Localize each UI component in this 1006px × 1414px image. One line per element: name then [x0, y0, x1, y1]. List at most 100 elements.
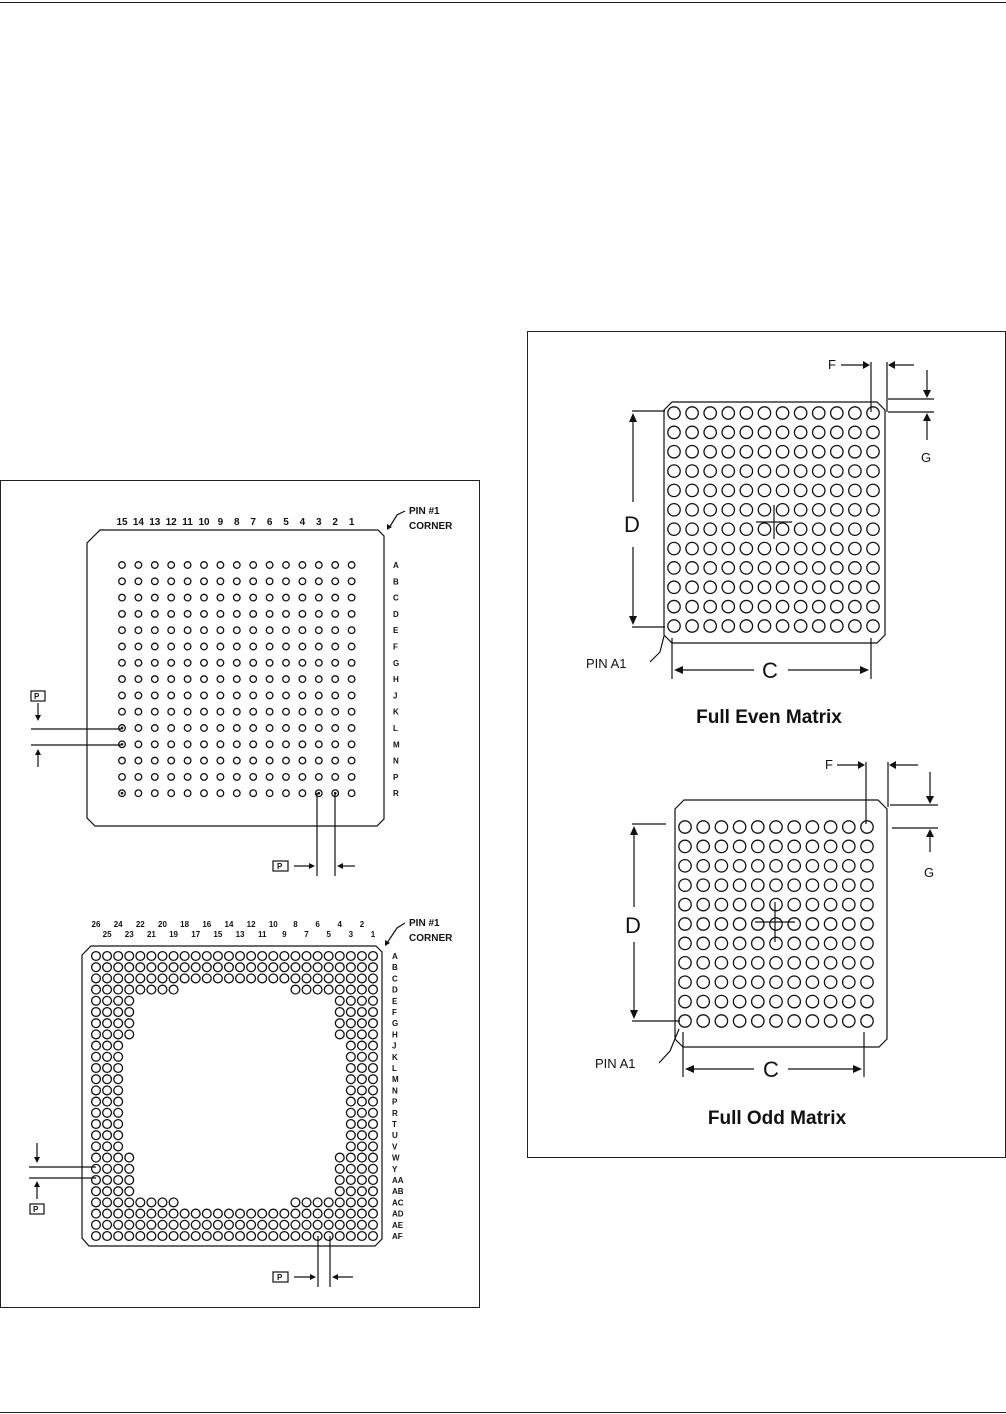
- pin: [715, 937, 727, 949]
- pin: [794, 620, 806, 632]
- pitch-label-bottom: P: [277, 1273, 283, 1282]
- pin: [135, 757, 142, 764]
- pitch-arrowhead-up: [35, 749, 41, 755]
- pin: [184, 676, 191, 683]
- pin: [201, 660, 208, 667]
- pin: [752, 879, 764, 891]
- pin: [299, 627, 306, 634]
- pin: [369, 1153, 378, 1162]
- pin: [152, 660, 159, 667]
- pin: [849, 426, 861, 438]
- column-label: 16: [202, 920, 211, 929]
- row-label: L: [392, 1064, 397, 1073]
- pin: [369, 1131, 378, 1140]
- pin: [184, 790, 191, 797]
- pin: [335, 1019, 344, 1028]
- pin: [169, 1198, 178, 1207]
- pin: [733, 995, 745, 1007]
- pin: [217, 627, 224, 634]
- row-label: D: [393, 610, 399, 619]
- pin: [92, 952, 101, 961]
- pin: [348, 578, 355, 585]
- column-label: 4: [300, 517, 306, 528]
- pin: [217, 594, 224, 601]
- pin: [843, 918, 855, 930]
- pin: [335, 996, 344, 1005]
- pin: [686, 426, 698, 438]
- pin: [234, 708, 241, 715]
- pin: [740, 562, 752, 574]
- pin: [147, 974, 156, 983]
- pin: [358, 1075, 367, 1084]
- column-label: 14: [225, 920, 234, 929]
- pin: [191, 963, 200, 972]
- pin: [346, 1220, 355, 1229]
- pin: [358, 1052, 367, 1061]
- pin: [234, 741, 241, 748]
- pin: [348, 774, 355, 781]
- pin: [114, 1064, 123, 1073]
- pin: [152, 757, 159, 764]
- pin: [225, 1220, 234, 1229]
- pin: [147, 1209, 156, 1218]
- pin: [269, 1209, 278, 1218]
- pin: [92, 985, 101, 994]
- pin: [114, 1198, 123, 1207]
- pin: [788, 840, 800, 852]
- pin: [722, 542, 734, 554]
- pin: [92, 1153, 101, 1162]
- pin: [335, 1008, 344, 1017]
- pin: [824, 879, 836, 891]
- pin: [758, 504, 770, 516]
- pin: [794, 465, 806, 477]
- row-labels: ABCDEFGHJKLMNPRTUVWYAAABACADAEAF: [392, 952, 404, 1241]
- pin: [686, 446, 698, 458]
- pin: [704, 562, 716, 574]
- pin: [348, 627, 355, 634]
- pin: [125, 1153, 134, 1162]
- pin: [299, 562, 306, 569]
- pin: [313, 1198, 322, 1207]
- pin: [369, 1176, 378, 1185]
- pin: [201, 708, 208, 715]
- pin: [250, 790, 257, 797]
- pin: [867, 407, 879, 419]
- pin: [269, 1232, 278, 1241]
- pin: [788, 995, 800, 1007]
- pin: [867, 523, 879, 535]
- pin: [733, 879, 745, 891]
- column-label: 26: [92, 920, 101, 929]
- pin: [266, 676, 273, 683]
- pin: [114, 1153, 123, 1162]
- pin: [697, 995, 709, 1007]
- pin: [136, 985, 145, 994]
- pin: [740, 446, 752, 458]
- pin: [152, 643, 159, 650]
- row-label: AE: [392, 1221, 404, 1230]
- pin: [266, 660, 273, 667]
- pin: [358, 974, 367, 983]
- pin: [201, 611, 208, 618]
- pin: [346, 1176, 355, 1185]
- pin: [679, 821, 691, 833]
- pin: [346, 1097, 355, 1106]
- column-label: 7: [250, 517, 256, 528]
- pin: [722, 426, 734, 438]
- pin: [715, 918, 727, 930]
- pin: [715, 879, 727, 891]
- pin: [258, 1209, 267, 1218]
- pin: [299, 611, 306, 618]
- pin: [313, 974, 322, 983]
- pin: [332, 774, 339, 781]
- pin: [180, 1220, 189, 1229]
- pin: [849, 407, 861, 419]
- pin: [125, 1008, 134, 1017]
- pin: [168, 627, 175, 634]
- pin: [103, 1041, 112, 1050]
- row-label: N: [393, 757, 399, 766]
- pin: [169, 1232, 178, 1241]
- pin: [302, 1232, 311, 1241]
- pin: [250, 741, 257, 748]
- pin: [234, 562, 241, 569]
